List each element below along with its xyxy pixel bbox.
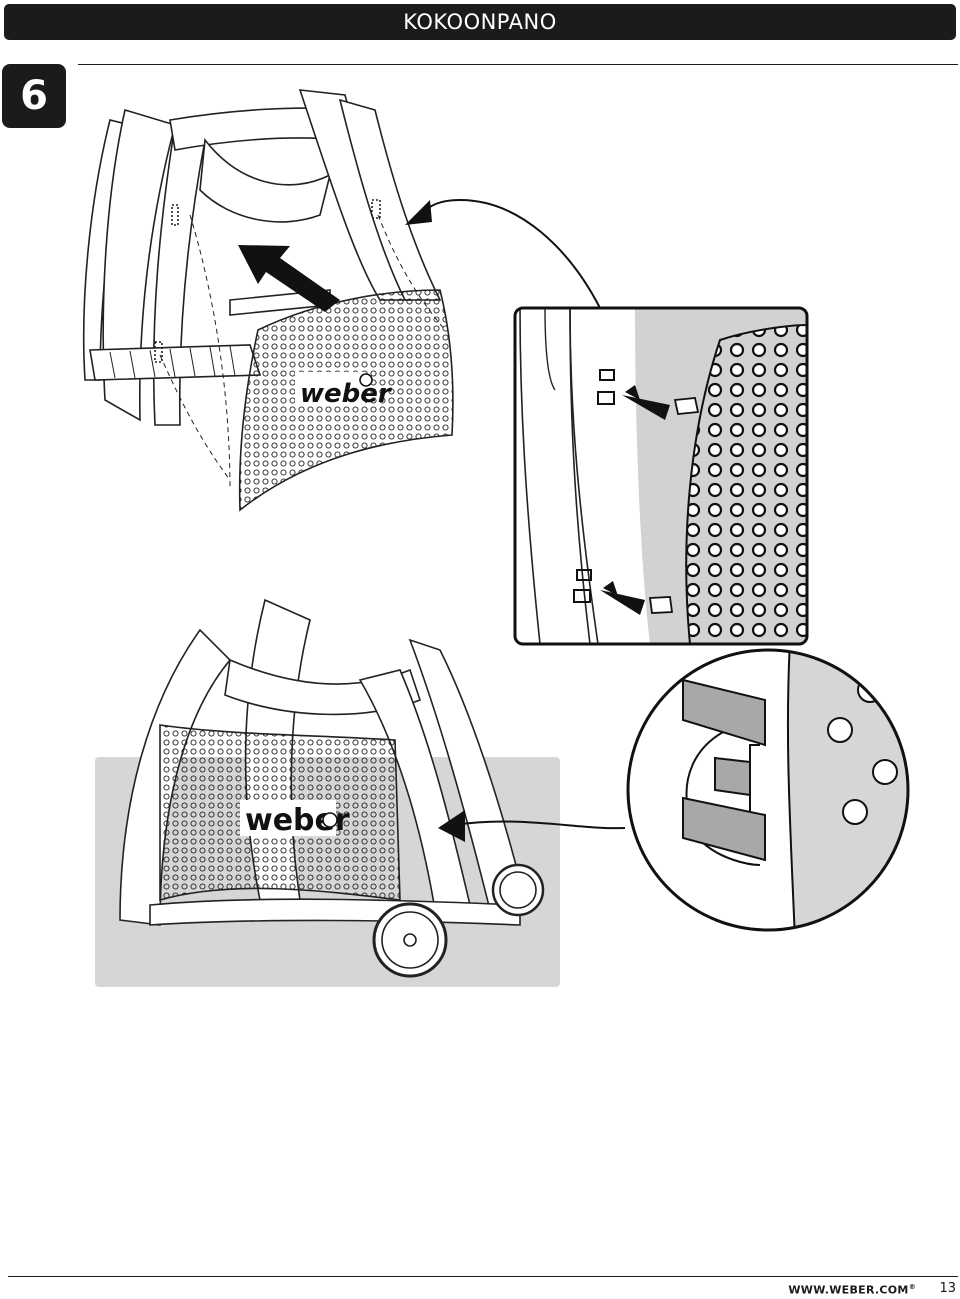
step-badge: 6 — [2, 64, 66, 128]
detail-box — [513, 306, 809, 646]
kettle-logo-icon — [322, 812, 338, 828]
grill-cart-assembled-icon: weber — [119, 598, 545, 978]
step-divider — [78, 64, 958, 65]
page-title: KOKOONPANO — [403, 10, 557, 34]
brand-logo: weber — [300, 379, 393, 409]
footer-divider — [8, 1276, 958, 1277]
page-header: KOKOONPANO — [4, 4, 956, 40]
page-number: 13 — [939, 1281, 956, 1296]
perforated-panel-icon: weber — [238, 289, 454, 512]
footer-url-text[interactable]: WWW.WEBER.COM — [788, 1283, 909, 1297]
detail-magnifier-icon — [626, 648, 910, 932]
registered-mark: ® — [908, 1283, 916, 1291]
kettle-logo-icon — [359, 373, 373, 387]
push-arrow-icon — [238, 245, 340, 312]
footer-url[interactable]: WWW.WEBER.COM® — [788, 1283, 916, 1297]
step-number: 6 — [20, 73, 48, 119]
grill-cart-frame-exploded-icon — [82, 89, 442, 426]
